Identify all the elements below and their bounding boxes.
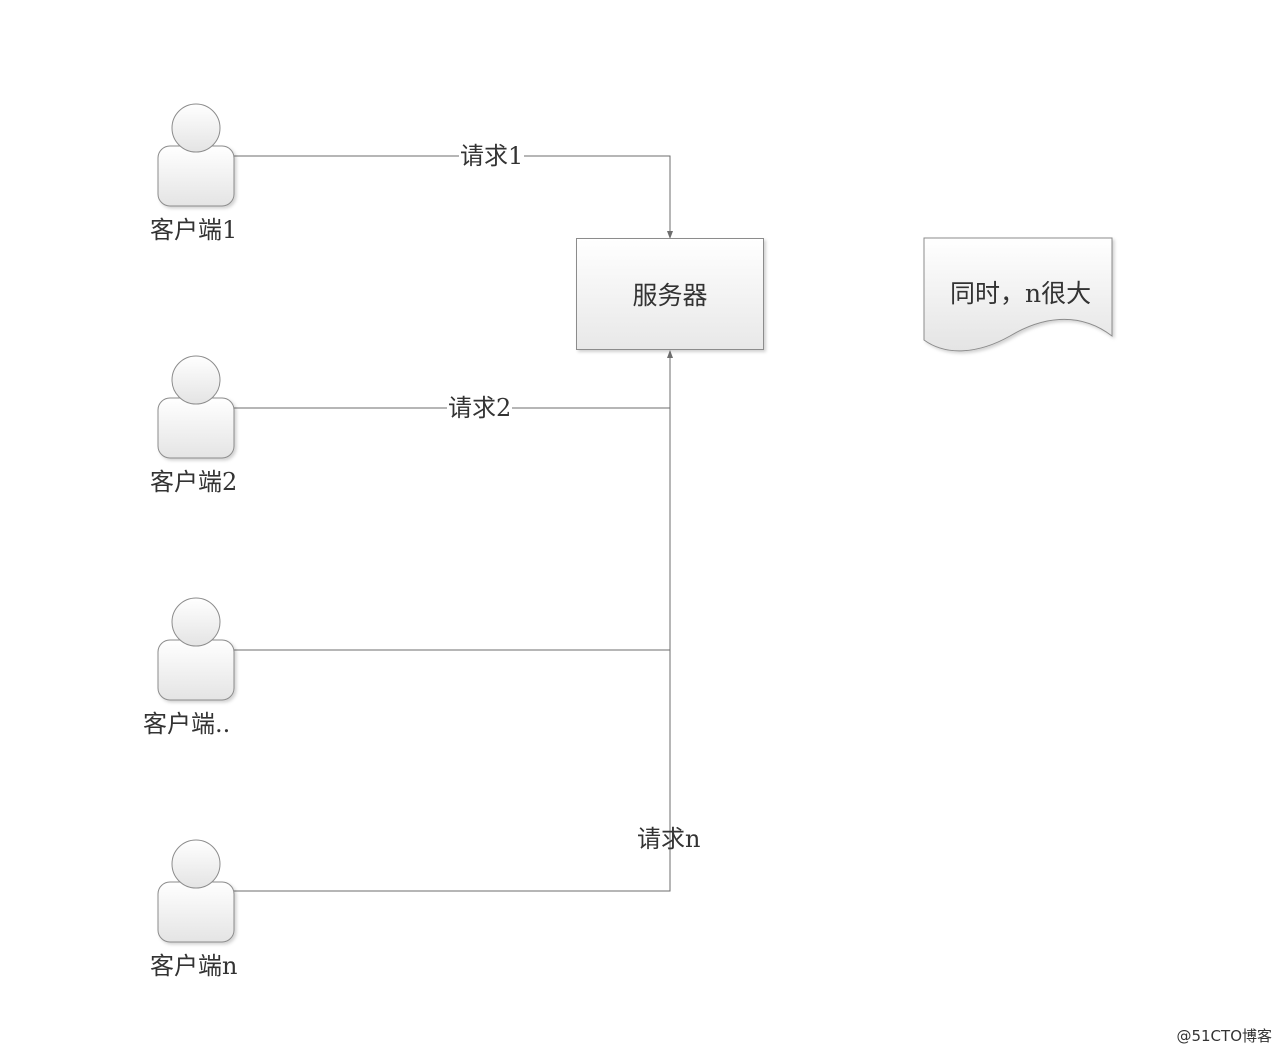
note-label: 同时，n很大 <box>950 279 1092 308</box>
client-label-n: 客户端n <box>150 952 238 980</box>
server-label: 服务器 <box>632 281 708 310</box>
request-label-2: 请求2 <box>447 394 513 422</box>
client-actor-n <box>157 839 235 943</box>
client-actor-2 <box>157 355 235 459</box>
client-actor-1 <box>157 103 235 207</box>
connector-clientn <box>232 350 673 892</box>
request-label-n: 请求n <box>637 825 701 853</box>
client-actor-3 <box>157 597 235 701</box>
client-label-3: 客户端.. <box>143 710 231 738</box>
connector-client1 <box>232 155 673 239</box>
client-label-2: 客户端2 <box>150 468 238 496</box>
watermark-text: @51CTO博客 <box>1176 1027 1272 1045</box>
request-label-1: 请求1 <box>459 142 525 170</box>
server-box: 服务器 <box>576 238 764 350</box>
note-document-shape <box>923 237 1113 352</box>
client-label-1: 客户端1 <box>150 216 238 244</box>
